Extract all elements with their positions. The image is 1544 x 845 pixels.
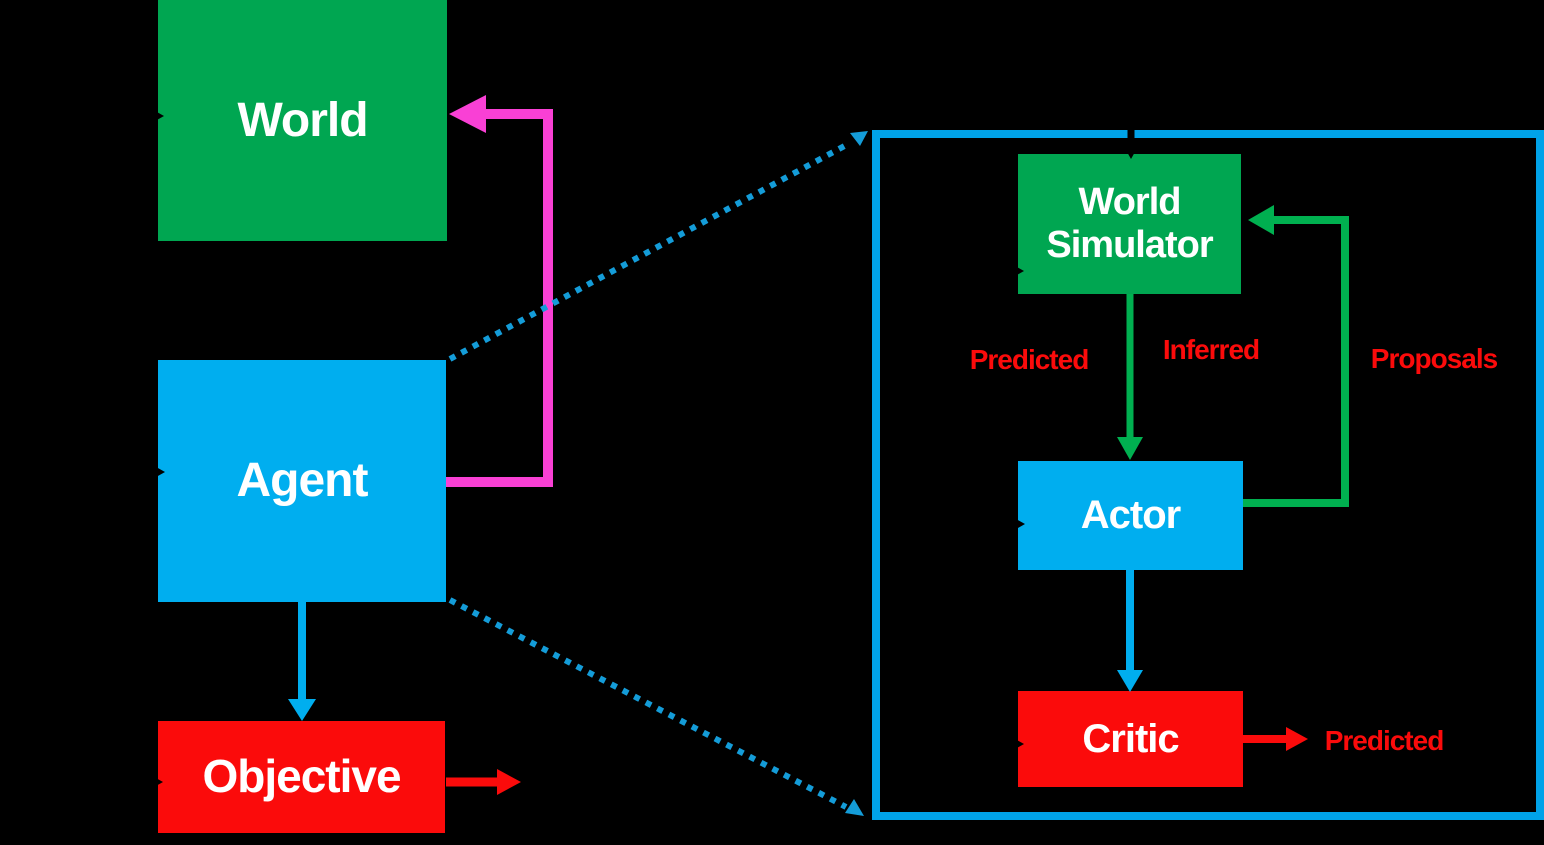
zoom-link-upper-dotted <box>448 131 868 362</box>
world-simulator-box: World Simulator <box>1018 154 1241 294</box>
actor-box-label: Actor <box>1080 493 1181 538</box>
proposals-label: Proposals <box>1370 343 1498 374</box>
agent-world-action-arrow <box>446 95 553 487</box>
world-simulator-box-label: World Simulator <box>1046 181 1213 266</box>
agent-zoom-panel <box>872 130 1544 820</box>
predicted-label-top: Predicted <box>969 344 1090 375</box>
world-box-label: World <box>237 93 368 147</box>
world-box: World <box>158 0 447 241</box>
agent-objective-arrow <box>288 602 316 721</box>
predicted-label-bottom: Predicted <box>1324 725 1445 756</box>
world-input-arrow <box>60 107 164 125</box>
objective-output-arrow <box>446 769 521 795</box>
actor-box: Actor <box>1018 461 1243 570</box>
critic-box: Critic <box>1018 691 1243 787</box>
objective-box-label: Objective <box>202 750 401 803</box>
inferred-label: Inferred <box>1162 334 1260 365</box>
agent-box-label: Agent <box>236 454 369 508</box>
objective-input-arrow <box>60 773 163 791</box>
objective-box: Objective <box>158 721 445 833</box>
zoom-link-lower-dotted <box>448 597 864 816</box>
agent-input-arrow <box>60 463 165 481</box>
agent-box: Agent <box>158 360 446 602</box>
critic-box-label: Critic <box>1082 716 1179 761</box>
